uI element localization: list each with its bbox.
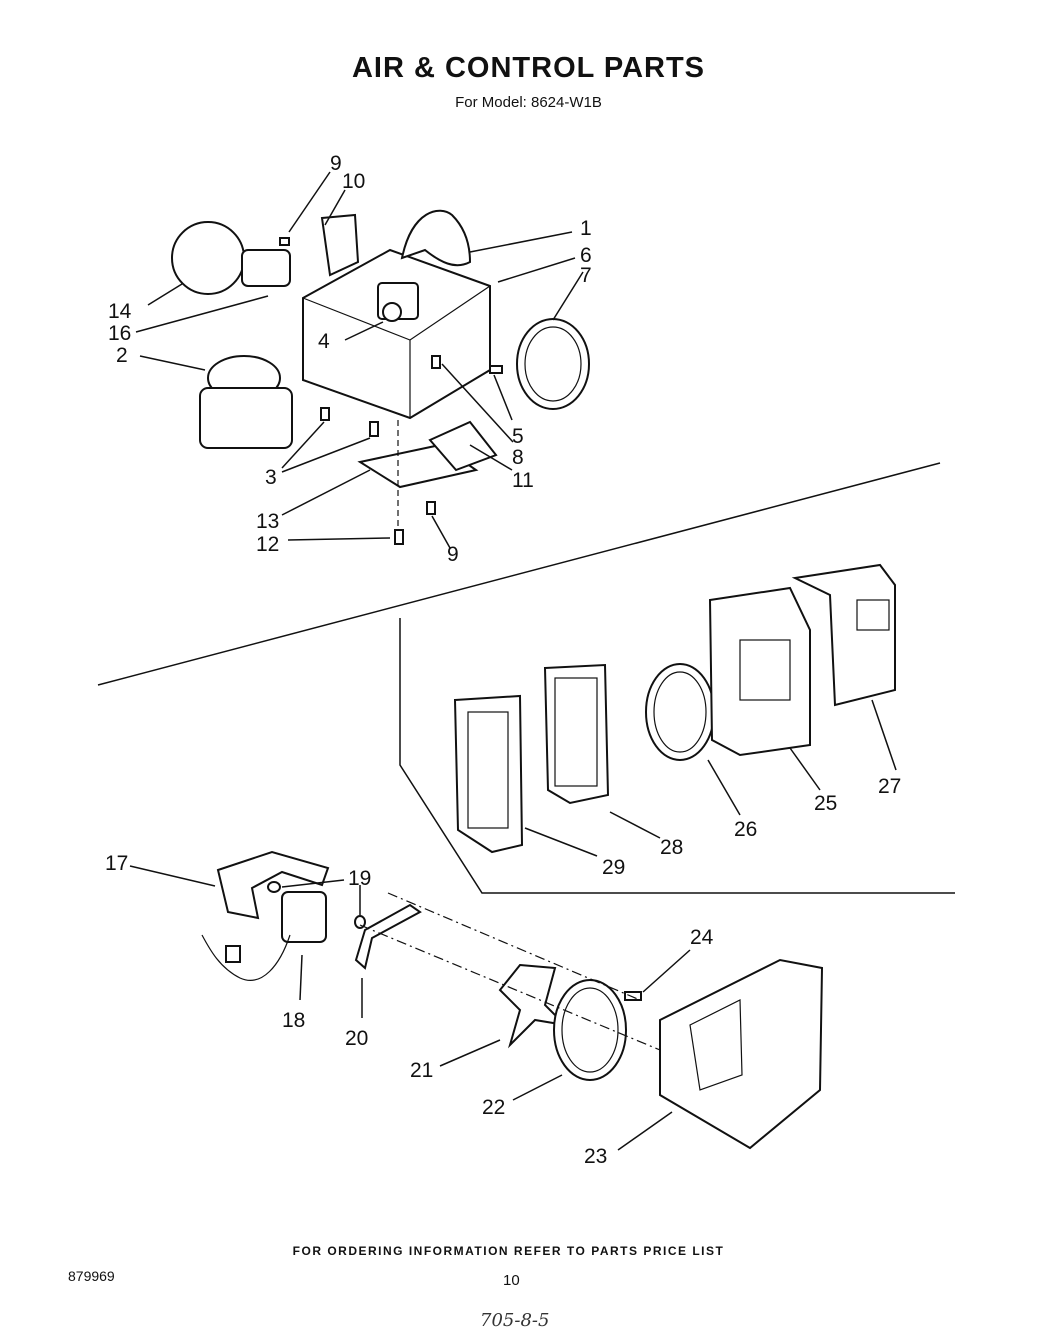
ordering-information-note: FOR ORDERING INFORMATION REFER TO PARTS …	[292, 1244, 725, 1258]
duct-frame	[453, 694, 524, 854]
callout-18: 18	[282, 1009, 305, 1032]
page-title: AIR & CONTROL PARTS	[351, 52, 706, 84]
callout-6: 6	[580, 244, 592, 267]
screw	[624, 991, 642, 1001]
fan-motor	[281, 891, 327, 943]
document-number: 879969	[68, 1268, 115, 1284]
callout-14: 14	[108, 300, 132, 323]
motor-wire	[201, 934, 291, 981]
callout-21: 21	[410, 1059, 433, 1082]
callout-27: 27	[878, 775, 901, 798]
callout-26: 26	[734, 818, 757, 841]
page-number: 10	[503, 1272, 520, 1289]
screw	[431, 355, 441, 369]
bulb-socket	[241, 249, 291, 287]
washer	[267, 881, 281, 893]
fan-motor-assembly	[201, 850, 824, 1150]
callout-23: 23	[584, 1145, 607, 1168]
callout-12: 12	[256, 533, 279, 556]
leader-lines-bottom	[129, 865, 691, 1151]
callout-13: 13	[256, 510, 279, 533]
callout-8: 8	[512, 446, 524, 469]
callout-11: 11	[512, 469, 534, 492]
callout-25: 25	[814, 792, 837, 815]
callout-10: 10	[342, 170, 365, 193]
callout-numbers: 9 10 1 6 7 14 16 2 4 5 8 11 3 13 12 9 29…	[105, 152, 901, 1168]
fan-bracket	[354, 903, 422, 970]
callout-22: 22	[482, 1096, 505, 1119]
motor-bracket	[216, 850, 330, 920]
screw	[426, 501, 436, 515]
screw	[394, 529, 404, 545]
callout-17: 17	[105, 852, 128, 875]
screw	[279, 237, 290, 246]
model-subtitle: For Model: 8624-W1B	[455, 94, 602, 111]
callout-24: 24	[690, 926, 714, 949]
callout-3: 3	[265, 466, 277, 489]
callout-7: 7	[580, 264, 592, 287]
callout-20: 20	[345, 1027, 368, 1050]
callout-19: 19	[348, 867, 371, 890]
callout-9-bottom: 9	[447, 543, 459, 566]
wire-connector	[225, 945, 241, 963]
fan-blade	[498, 963, 568, 1049]
duct-assembly	[453, 563, 896, 854]
baffle	[428, 420, 498, 472]
insulation-block	[708, 586, 811, 757]
fan-ring	[645, 663, 715, 761]
control-dial	[516, 318, 590, 410]
leader-lines-top	[135, 171, 584, 549]
control-housing-assembly	[171, 209, 590, 545]
callout-9-top: 9	[330, 152, 342, 175]
callout-5: 5	[512, 425, 524, 448]
section-divider-line	[97, 462, 941, 686]
handwritten-note: 705-8-5	[480, 1310, 550, 1331]
callout-2: 2	[116, 344, 128, 367]
callout-28: 28	[660, 836, 683, 859]
callout-29: 29	[602, 856, 625, 879]
screw	[489, 365, 503, 374]
leader-lines-middle	[524, 699, 897, 857]
callout-1: 1	[580, 217, 592, 240]
duct-cover	[543, 663, 610, 805]
light-bulb	[171, 221, 245, 295]
washer	[354, 915, 366, 929]
callout-4: 4	[318, 330, 330, 353]
motor-base	[199, 387, 293, 449]
callout-16: 16	[108, 322, 131, 345]
screw	[369, 421, 379, 437]
fan-shroud-ring	[553, 979, 627, 1081]
control-knob	[382, 302, 402, 322]
section-bracket-line	[399, 618, 955, 894]
bracket	[320, 213, 360, 277]
cover-shroud	[400, 209, 472, 267]
screw	[320, 407, 330, 421]
